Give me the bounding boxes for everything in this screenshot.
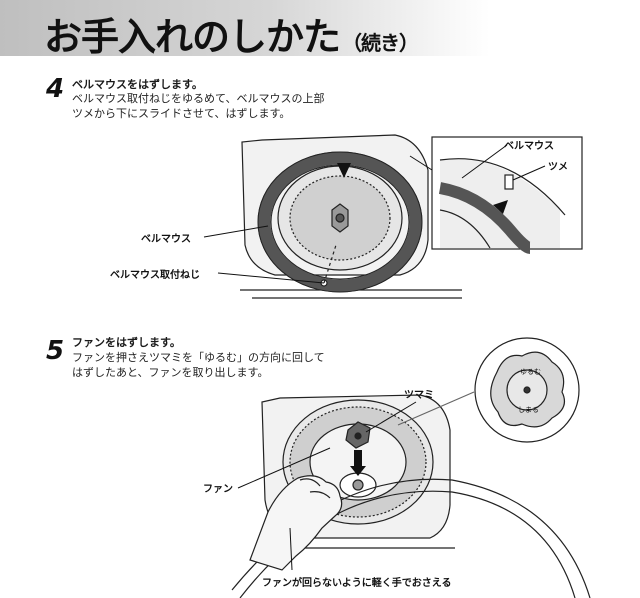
knob-leader — [365, 401, 417, 433]
title-banner — [0, 0, 490, 56]
step-4-leaders — [203, 144, 546, 284]
step-4-number: 4 — [46, 74, 65, 104]
fan-leader — [237, 447, 331, 489]
step-5-number: 5 — [46, 336, 65, 366]
label-fan: ファン — [203, 484, 233, 495]
step-5-body-line-1: ファンを押さえツマミを「ゆるむ」の方向に回して — [72, 351, 325, 364]
step-4-body-line-1: ベルマウス取付ねじをゆるめて、ベルマウスの上部 — [72, 92, 325, 105]
label-bellmouth: ベルマウス — [141, 234, 191, 245]
label-inset-bellmouth: ベルマウス — [504, 141, 554, 152]
bellmouth-leader — [203, 225, 269, 238]
hand-icon — [249, 475, 343, 571]
claw-leader — [512, 165, 546, 181]
claw-detail-inset — [431, 136, 583, 254]
step-5-body-line-2: はずしたあと、ファンを取り出します。 — [72, 366, 269, 379]
hold-leader — [289, 527, 293, 571]
screw-leader — [217, 272, 325, 284]
inset-bellmouth-leader — [461, 144, 508, 179]
knob-zoom-detail — [397, 337, 580, 443]
step-4-body-line-2: ツメから下にスライドさせて、はずします。 — [72, 107, 291, 120]
step-5-heading: ファンをはずします。 — [72, 336, 181, 349]
label-knob: ツマミ — [404, 390, 434, 401]
label-bellmouth-screw: ベルマウス取付ねじ — [110, 270, 200, 281]
label-hold-fan: ファンが回らないように軽く手でおさえる — [262, 578, 452, 589]
knob-tighten-text: しまる — [518, 406, 539, 414]
step-4-heading: ベルマウスをはずします。 — [72, 78, 203, 91]
knob-loosen-text: ゆるむ — [520, 368, 541, 376]
page-title: お手入れのしかた（続き） — [44, 15, 419, 59]
label-claw: ツメ — [548, 162, 568, 173]
inset-connector — [409, 155, 433, 171]
bellmouth-removal-illustration — [240, 134, 462, 299]
page-subtitle: （続き） — [342, 31, 419, 55]
step-5-leaders — [237, 401, 417, 571]
